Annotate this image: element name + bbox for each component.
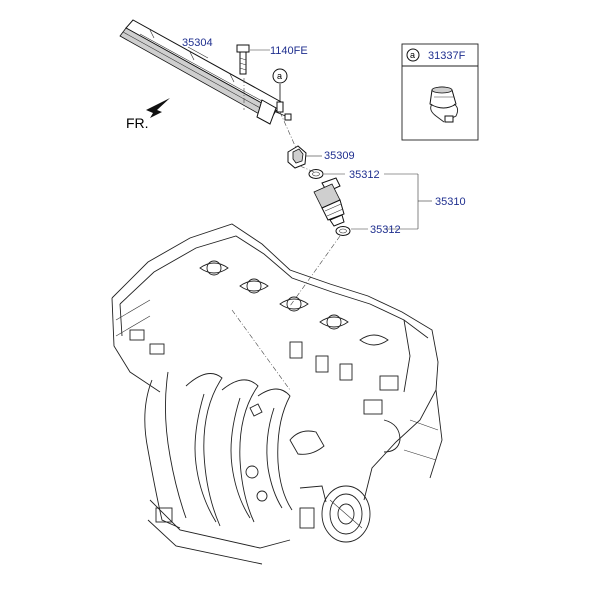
label-o-ring-bottom: 35312 (370, 224, 401, 236)
intake-manifold (144, 371, 293, 565)
label-clip: 35309 (324, 150, 355, 162)
throttle-body (289, 430, 371, 543)
fuel-rail[interactable] (119, 19, 292, 125)
reference-part-a (276, 84, 284, 113)
label-injector-assy: 35310 (435, 196, 466, 208)
front-arrow-icon (146, 98, 170, 118)
label-o-ring-top: 35312 (349, 169, 380, 181)
part-labels: 35304 1140FE 35309 35312 35312 35310 313… (182, 37, 466, 236)
bolt[interactable] (236, 44, 250, 75)
engine-block (111, 223, 443, 501)
label-inset-part: 31337F (428, 50, 466, 62)
assembly-center-lines (231, 78, 341, 391)
clip[interactable] (287, 145, 307, 169)
front-direction-marker (146, 98, 170, 118)
reference-circle-a[interactable]: a (272, 68, 288, 84)
inset-hose-part[interactable] (429, 86, 459, 123)
inset-letter: a (410, 50, 415, 60)
reference-letter: a (277, 71, 282, 81)
label-fuel-rail: 35304 (182, 37, 213, 49)
o-ring-bottom[interactable] (335, 226, 351, 236)
leader-lines (187, 46, 432, 230)
front-label: FR. (126, 115, 149, 131)
inset-reference-circle: a (406, 48, 420, 62)
fuel-injector[interactable] (313, 177, 345, 227)
o-ring-top[interactable] (308, 169, 324, 179)
label-bolt: 1140FE (270, 45, 308, 57)
